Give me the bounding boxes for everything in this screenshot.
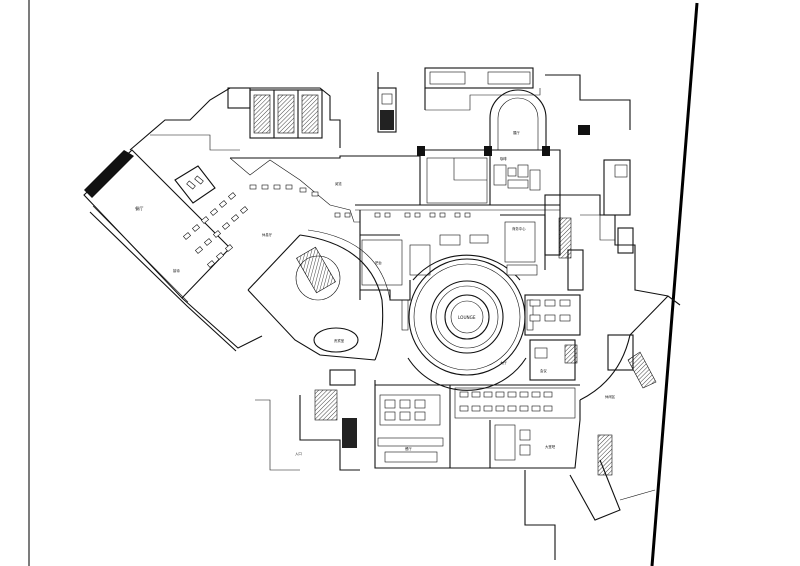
northwest-stairs [129, 72, 397, 151]
main-outline [229, 146, 681, 306]
west-wing: 餐厅 接待 [83, 149, 263, 352]
room-label: 商务中心 [512, 226, 526, 231]
room-label: 贵宾室 [334, 338, 345, 343]
stair-hall: 贵宾室 休息厅 [247, 229, 391, 361]
rotunda-label: LOUNGE [458, 315, 476, 320]
room-label: 阅览 [335, 181, 342, 186]
room-label: 咖啡 [500, 156, 507, 161]
room-label: 餐厅 [135, 205, 143, 212]
room-label: 接待 [173, 268, 180, 273]
room-label: 展厅 [513, 130, 520, 135]
room-label: 会议 [540, 368, 547, 373]
room-label: 餐厅 [405, 446, 412, 451]
room-label: 入口 [295, 452, 302, 456]
room-label: 吧台 [375, 260, 382, 265]
north-arch-room: 展厅 [424, 67, 631, 150]
drawing-frame [28, 0, 699, 566]
dining-tables [182, 192, 249, 268]
south-seating-rows [459, 391, 553, 412]
room-label: 大堂吧 [545, 444, 556, 449]
room-label: 休息厅 [262, 232, 273, 237]
east-wing: 会议 商务中心 休闲区 [512, 159, 669, 401]
room-label: 休闲区 [605, 394, 616, 399]
south-area: 餐厅 大堂吧 入口 [255, 369, 581, 471]
central-rotunda: LOUNGE 大厅 [401, 254, 534, 391]
corridor-seating: 阅览 [249, 181, 471, 218]
room-label: 大厅 [500, 360, 507, 365]
north-cafe-seating: 咖啡 [493, 156, 541, 191]
south-entrance [524, 434, 656, 560]
